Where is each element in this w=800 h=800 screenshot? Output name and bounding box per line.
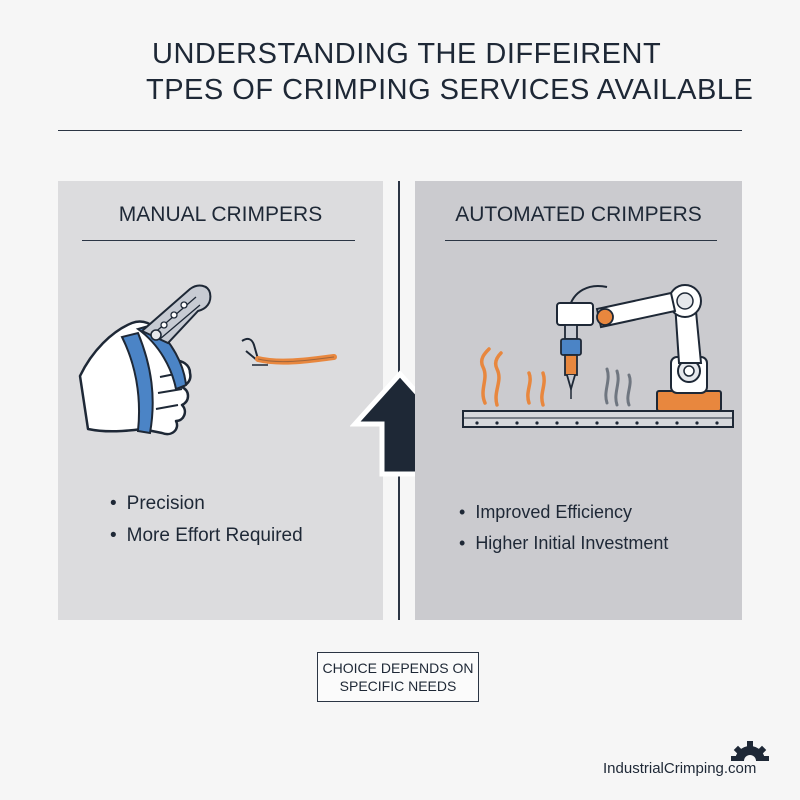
title-line-2: TPES OF CRIMPING SERVICES AVAILABLE [146, 74, 754, 106]
automated-title-rule [445, 240, 717, 241]
list-item: More Effort Required [110, 525, 303, 547]
conclusion-line-1: CHOICE DEPENDS ON [322, 660, 474, 676]
conclusion-line-2: SPECIFIC NEEDS [339, 678, 457, 694]
title-line-1: UNDERSTANDING THE DIFFEIRENT [152, 38, 662, 70]
list-item: Precision [110, 493, 303, 515]
hand-crimper-icon [78, 284, 337, 436]
manual-crimpers-panel: MANUAL CRIMPERS Precision More Effort Re… [58, 181, 383, 620]
title-divider [58, 130, 742, 131]
robotic-arm-icon [462, 284, 734, 428]
manual-bullet-list: Precision More Effort Required [110, 493, 303, 557]
gear-icon [731, 741, 769, 761]
manual-crimpers-title: MANUAL CRIMPERS [118, 203, 323, 226]
brand-name[interactable]: IndustrialCrimping.com [603, 760, 757, 777]
automated-crimpers-panel: AUTOMATED CRIMPERS [415, 181, 742, 620]
list-item: Improved Efficiency [459, 502, 668, 523]
automated-bullet-list: Improved Efficiency Higher Initial Inves… [459, 502, 668, 564]
manual-title-rule [82, 240, 355, 241]
automated-crimpers-title: AUTOMATED CRIMPERS [455, 203, 702, 226]
conclusion-box: CHOICE DEPENDS ON SPECIFIC NEEDS [317, 652, 479, 702]
list-item: Higher Initial Investment [459, 533, 668, 554]
